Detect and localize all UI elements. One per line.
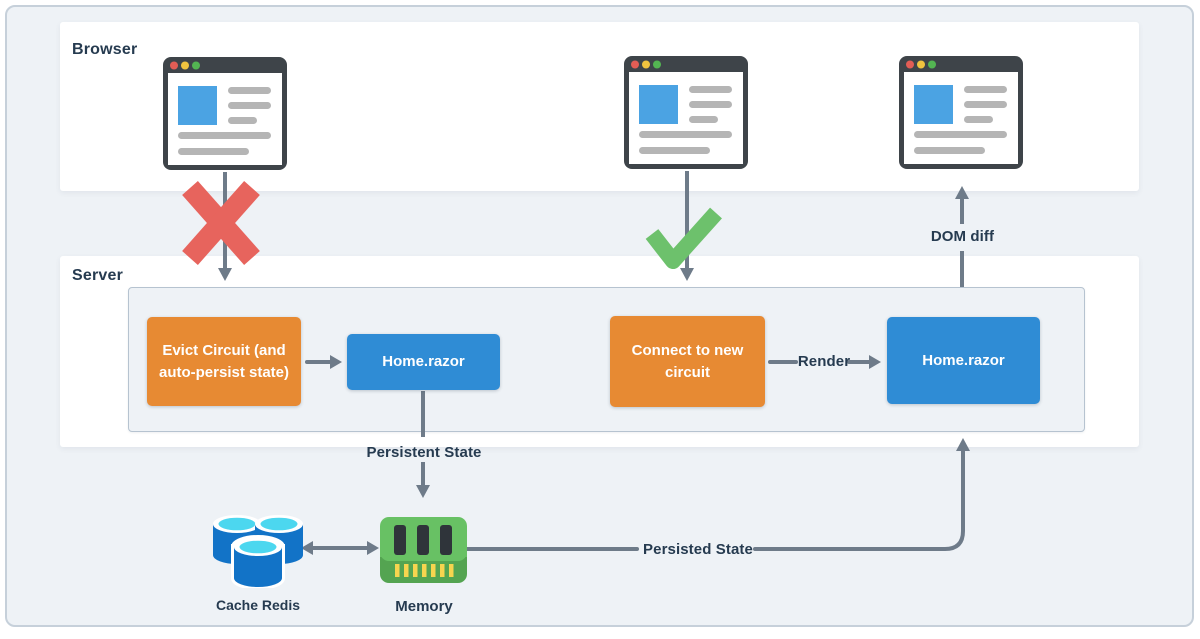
- node-home-razor-right: Home.razor: [887, 317, 1040, 404]
- node-home-razor-right-label: Home.razor: [922, 351, 1005, 369]
- persistent-state-label: Persistent State: [366, 444, 482, 461]
- node-evict-circuit-label: Evict Circuit (and auto-persist state): [158, 341, 290, 381]
- memory-ram-icon: [380, 517, 467, 583]
- cache-redis-label: Cache Redis: [215, 597, 301, 613]
- memory-label: Memory: [395, 598, 453, 615]
- node-connect-new-circuit: Connect to new circuit: [610, 316, 765, 407]
- node-home-razor-left: Home.razor: [347, 334, 500, 390]
- server-section-label: Server: [72, 267, 124, 284]
- node-connect-new-circuit-label: Connect to new circuit: [631, 341, 744, 381]
- node-evict-circuit: Evict Circuit (and auto-persist state): [147, 317, 301, 406]
- browser-window-icon: [899, 56, 1023, 169]
- browser-window-icon: [624, 56, 748, 169]
- persisted-state-label: Persisted State: [643, 541, 753, 558]
- browser-window-icon: [163, 57, 287, 170]
- redis-cache-icon: [213, 515, 303, 588]
- render-label: Render: [797, 353, 851, 370]
- node-home-razor-left-label: Home.razor: [382, 353, 465, 371]
- dom-diff-label: DOM diff: [930, 228, 995, 245]
- browser-section-label: Browser: [72, 41, 138, 58]
